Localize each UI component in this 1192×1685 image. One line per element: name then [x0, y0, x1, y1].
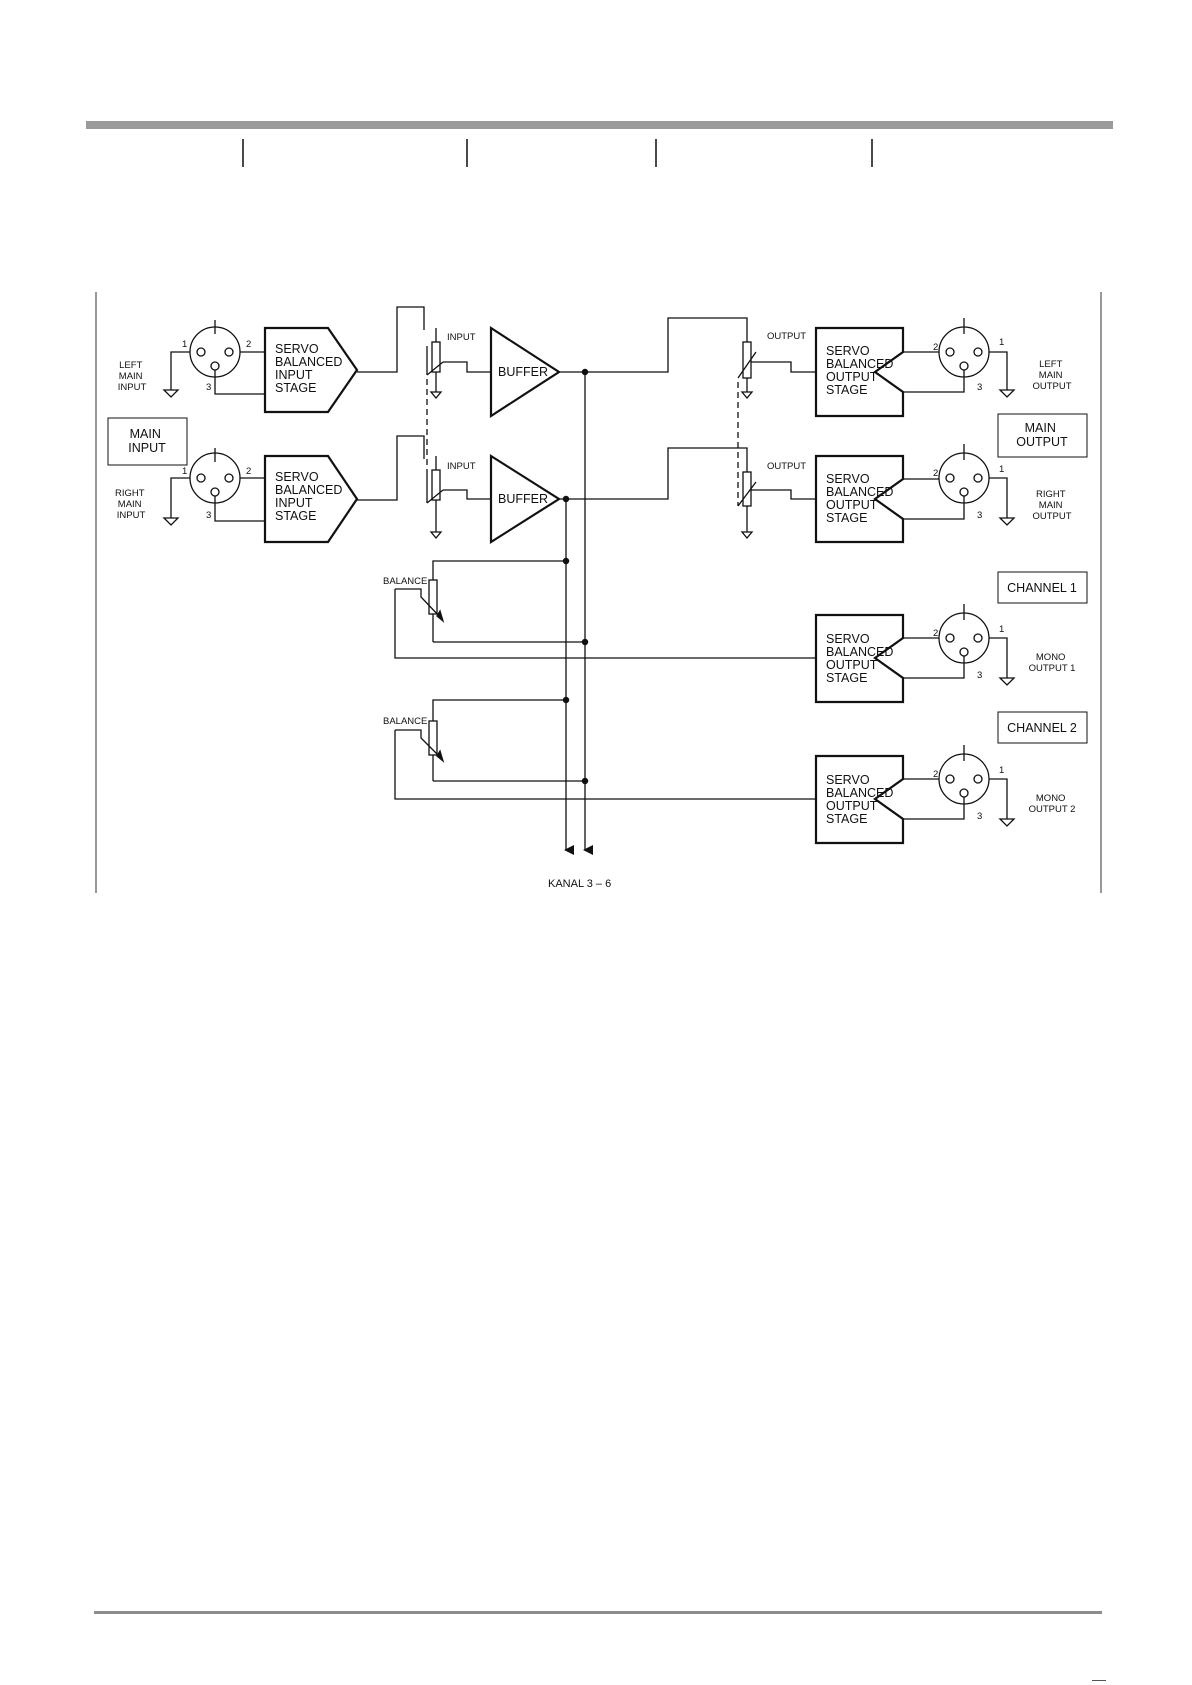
header-divider: [466, 139, 468, 167]
header-divider: [655, 139, 657, 167]
left-buffer-out-wire: [559, 317, 748, 373]
right-input-stage-label: SERVO BALANCED INPUT STAGE: [275, 470, 346, 523]
main-input-group-label: MAIN INPUT: [128, 427, 166, 455]
bottom-mark: [1092, 1680, 1106, 1681]
pin-number: 2: [246, 339, 251, 350]
left-input-pin3-wire: [214, 370, 265, 395]
channel-1-output-connector: [903, 604, 1016, 686]
left-input-stage-label: SERVO BALANCED INPUT STAGE: [275, 342, 346, 395]
left-input-pot: [426, 328, 491, 400]
balance-1-left-feed: [432, 560, 566, 580]
right-input-stage-out-wire: [357, 435, 425, 501]
pin-number: 2: [933, 342, 938, 353]
right-input-pot-label: INPUT: [447, 461, 476, 472]
mono-output-2-label: MONO OUTPUT 2: [1029, 793, 1076, 815]
channel-2-output-connector: [903, 745, 1016, 827]
balance-2-left-feed: [432, 699, 566, 721]
header-divider: [242, 139, 244, 167]
right-input-stage: [263, 454, 359, 544]
pin-number: 1: [999, 624, 1004, 635]
bus-junction: [562, 696, 570, 704]
left-output-stage: [814, 326, 905, 418]
bus-junction: [562, 557, 570, 565]
right-input-connector: [189, 448, 241, 504]
channel-1-output-stage: [814, 613, 905, 704]
left-input-pot-label: INPUT: [447, 332, 476, 343]
pin-number: 1: [999, 464, 1004, 475]
pin-number: 2: [246, 466, 251, 477]
right-main-output-label: RIGHT MAIN OUTPUT: [1032, 489, 1071, 522]
right-buffer-label: BUFFER: [498, 492, 548, 506]
balance-2-pot: [395, 720, 585, 782]
main-input-box: [107, 417, 188, 466]
pin-number: 1: [999, 337, 1004, 348]
left-input-stage-out-wire: [357, 306, 425, 373]
right-output-connector: [903, 444, 1016, 526]
channel-1-box: [997, 571, 1088, 604]
left-input-connector: [189, 320, 241, 378]
right-buffer: [489, 454, 562, 544]
pin-number: 2: [933, 468, 938, 479]
pin-number: 3: [977, 670, 982, 681]
balance-2-label: BALANCE: [383, 716, 427, 727]
bus-junction: [581, 638, 589, 646]
pin-number: 2: [933, 769, 938, 780]
footer-rule: [94, 1611, 1102, 1614]
left-input-stage: [263, 326, 359, 414]
right-input-pot: [426, 456, 491, 540]
pin-number: 1: [182, 466, 187, 477]
right-buffer-out-wire: [559, 447, 748, 500]
header-divider: [871, 139, 873, 167]
pin-number: 3: [977, 382, 982, 393]
channel-2-box: [997, 711, 1088, 744]
pin-number: 3: [977, 811, 982, 822]
main-output-group-label: MAIN OUTPUT: [1016, 421, 1068, 449]
bus-label: KANAL 3 – 6: [548, 878, 611, 890]
left-output-connector: [903, 318, 1016, 398]
bus-junction: [581, 777, 589, 785]
left-input-ground-wire: [162, 351, 190, 398]
right-output-pot: [737, 471, 816, 540]
pin-number: 2: [933, 628, 938, 639]
channel-2-label: CHANNEL 2: [1007, 721, 1077, 735]
balance-1-pot: [395, 579, 585, 643]
left-main-input-label: LEFT MAIN INPUT: [118, 360, 147, 393]
pin-number: 1: [999, 765, 1004, 776]
bus-junction: [562, 495, 570, 503]
channel-1-output-stage-label: SERVO BALANCED OUTPUT STAGE: [826, 632, 897, 685]
channel-1-label: CHANNEL 1: [1007, 581, 1077, 595]
right-output-pot-label: OUTPUT: [767, 461, 806, 472]
header-bar: [86, 121, 1113, 129]
pin-number: 3: [206, 510, 211, 521]
channel-2-output-stage-label: SERVO BALANCED OUTPUT STAGE: [826, 773, 897, 826]
left-buffer-label: BUFFER: [498, 365, 548, 379]
left-output-pot: [737, 341, 816, 400]
channel-2-output-stage: [814, 754, 905, 845]
pin-number: 3: [977, 510, 982, 521]
left-output-pot-label: OUTPUT: [767, 331, 806, 342]
right-main-input-label: RIGHT MAIN INPUT: [115, 488, 147, 521]
right-input-pin3-wire: [214, 496, 265, 522]
bus-junction: [581, 368, 589, 376]
right-output-stage-label: SERVO BALANCED OUTPUT STAGE: [826, 472, 897, 525]
left-output-stage-label: SERVO BALANCED OUTPUT STAGE: [826, 344, 897, 397]
main-output-box: [997, 413, 1088, 458]
channel-2-feed: [394, 730, 816, 800]
right-output-stage: [814, 454, 905, 544]
balance-1-label: BALANCE: [383, 576, 427, 587]
pin-number: 3: [206, 382, 211, 393]
right-input-ground-wire: [162, 477, 190, 526]
left-main-output-label: LEFT MAIN OUTPUT: [1032, 359, 1071, 392]
mono-output-1-label: MONO OUTPUT 1: [1029, 652, 1076, 674]
left-buffer: [489, 325, 562, 419]
channel-1-feed: [394, 589, 816, 659]
pin-number: 1: [182, 339, 187, 350]
